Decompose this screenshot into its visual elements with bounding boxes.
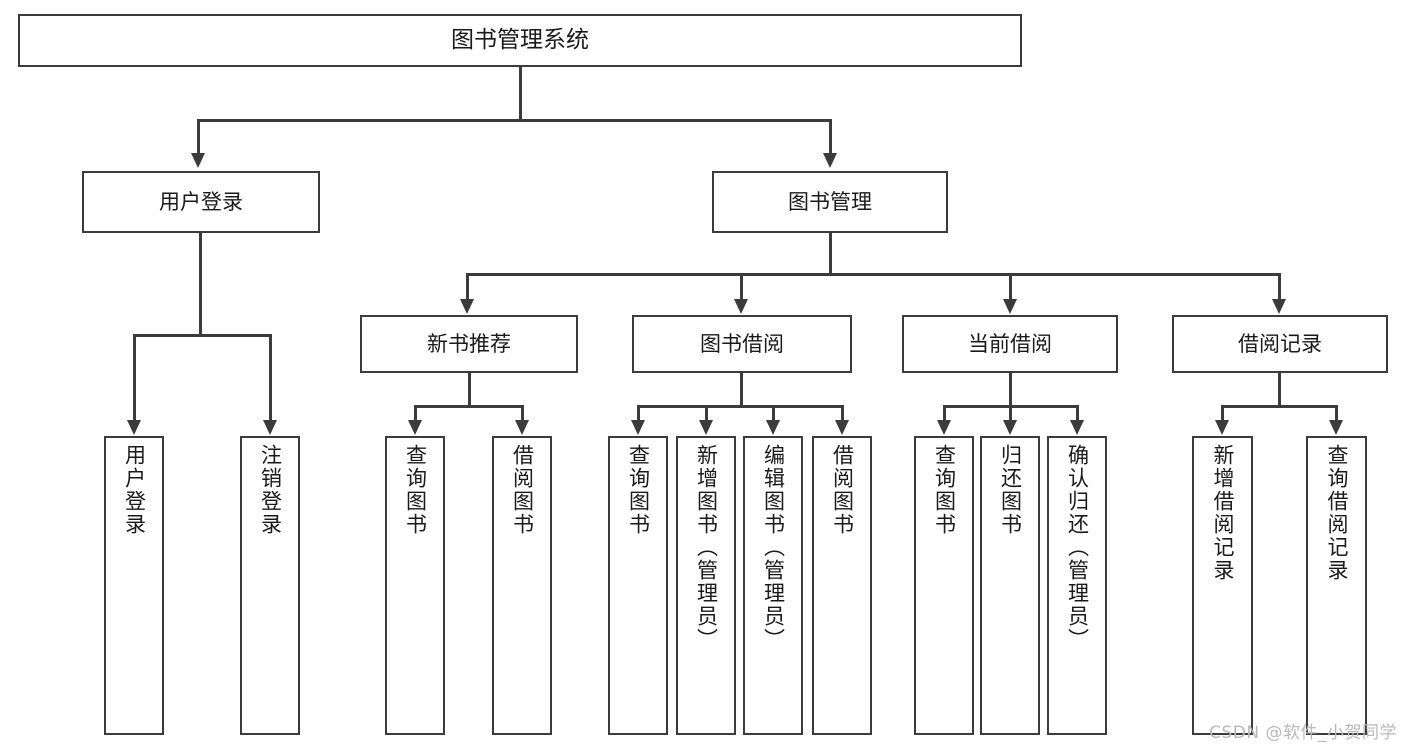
leaf-return-book[interactable]: 归还图书 bbox=[980, 436, 1040, 735]
node-root-system[interactable]: 图书管理系统 bbox=[18, 14, 1022, 67]
connector-book-borrow-drop-2 bbox=[705, 405, 708, 421]
arrowhead-leaf-confirm-return bbox=[1070, 420, 1084, 435]
connector-current-borrow-drop-3 bbox=[1076, 405, 1079, 421]
node-label: 新增借阅记录 bbox=[1211, 444, 1235, 582]
leaf-add-book-admin[interactable]: 新增图书（管理员） bbox=[676, 436, 736, 735]
arrowhead-book-manage bbox=[823, 153, 837, 168]
connector-user-login-bus bbox=[133, 334, 270, 337]
connector-borrow-record-drop-2 bbox=[1335, 405, 1338, 421]
connector-level3-bus bbox=[466, 273, 1280, 276]
leaf-add-borrow-record[interactable]: 新增借阅记录 bbox=[1192, 436, 1253, 735]
connector-book-borrow-bus bbox=[637, 405, 843, 408]
arrowhead-leaf-query-book-b bbox=[631, 420, 645, 435]
node-label: 用户登录 bbox=[159, 189, 243, 214]
node-label: 图书管理 bbox=[788, 189, 872, 214]
connector-user-login-drop-1 bbox=[133, 334, 136, 421]
leaf-query-book-current[interactable]: 查询图书 bbox=[914, 436, 974, 735]
arrowhead-leaf-query-record bbox=[1329, 420, 1343, 435]
connector-borrow-record-stem bbox=[1278, 373, 1281, 406]
connector-borrow-record-drop-1 bbox=[1221, 405, 1224, 421]
node-book-borrow[interactable]: 图书借阅 bbox=[632, 315, 852, 373]
node-borrow-record[interactable]: 借阅记录 bbox=[1172, 315, 1388, 373]
arrowhead-new-book-recommend bbox=[460, 299, 474, 314]
node-label: 用户登录 bbox=[122, 444, 147, 536]
connector-root-bus bbox=[197, 119, 831, 122]
connector-drop-book-borrow bbox=[740, 273, 743, 300]
arrowhead-leaf-add-record bbox=[1215, 420, 1229, 435]
node-label: 确认归还（管理员） bbox=[1065, 444, 1090, 651]
connector-to-book-manage bbox=[829, 119, 832, 154]
node-label: 借阅记录 bbox=[1238, 331, 1322, 356]
leaf-confirm-return-admin[interactable]: 确认归还（管理员） bbox=[1047, 436, 1107, 735]
connector-new-book-stem bbox=[468, 373, 471, 406]
connector-user-login-drop-2 bbox=[269, 334, 272, 421]
arrowhead-leaf-query-book-a bbox=[408, 420, 422, 435]
leaf-borrow-book-recommend[interactable]: 借阅图书 bbox=[492, 436, 552, 735]
leaf-edit-book-admin[interactable]: 编辑图书（管理员） bbox=[743, 436, 803, 735]
node-label: 当前借阅 bbox=[968, 331, 1052, 356]
connector-current-borrow-drop-2 bbox=[1009, 405, 1012, 421]
node-label: 图书借阅 bbox=[700, 331, 784, 356]
connector-user-login-stem bbox=[199, 233, 202, 335]
node-book-manage[interactable]: 图书管理 bbox=[712, 171, 948, 233]
arrowhead-current-borrow bbox=[1003, 299, 1017, 314]
arrowhead-leaf-edit-book bbox=[766, 420, 780, 435]
node-label: 注销登录 bbox=[258, 444, 283, 536]
connector-book-borrow-stem bbox=[740, 373, 743, 406]
arrowhead-leaf-borrow-book-b bbox=[835, 420, 849, 435]
connector-book-borrow-drop-4 bbox=[841, 405, 844, 421]
node-label: 新增图书（管理员） bbox=[694, 444, 719, 651]
node-new-book-recommend[interactable]: 新书推荐 bbox=[360, 315, 578, 373]
connector-book-manage-stem bbox=[829, 233, 832, 274]
node-label: 新书推荐 bbox=[427, 331, 511, 356]
arrowhead-borrow-record bbox=[1272, 299, 1286, 314]
node-label: 借阅图书 bbox=[830, 444, 855, 536]
leaf-user-login[interactable]: 用户登录 bbox=[104, 436, 164, 735]
leaf-logout[interactable]: 注销登录 bbox=[240, 436, 300, 735]
leaf-query-book-borrow[interactable]: 查询图书 bbox=[608, 436, 668, 735]
connector-borrow-record-bus bbox=[1221, 405, 1337, 408]
connector-drop-borrow-record bbox=[1278, 273, 1281, 300]
connector-book-borrow-drop-1 bbox=[637, 405, 640, 421]
node-label: 归还图书 bbox=[998, 444, 1023, 536]
leaf-query-book-recommend[interactable]: 查询图书 bbox=[385, 436, 445, 735]
arrowhead-leaf-user-login bbox=[127, 420, 141, 435]
arrowhead-leaf-add-book bbox=[699, 420, 713, 435]
leaf-query-borrow-record[interactable]: 查询借阅记录 bbox=[1306, 436, 1367, 735]
connector-new-book-bus bbox=[414, 405, 524, 408]
connector-drop-new-book bbox=[466, 273, 469, 300]
arrowhead-user-login bbox=[191, 153, 205, 168]
connector-current-borrow-drop-1 bbox=[943, 405, 946, 421]
node-user-login[interactable]: 用户登录 bbox=[82, 171, 320, 233]
node-label: 查询图书 bbox=[626, 444, 651, 536]
node-label: 查询借阅记录 bbox=[1325, 444, 1349, 582]
node-label: 借阅图书 bbox=[510, 444, 535, 536]
connector-new-book-drop-2 bbox=[521, 405, 524, 421]
connector-new-book-drop-1 bbox=[414, 405, 417, 421]
arrowhead-leaf-logout bbox=[263, 420, 277, 435]
node-label: 查询图书 bbox=[932, 444, 957, 536]
connector-drop-current-borrow bbox=[1009, 273, 1012, 300]
connector-current-borrow-stem bbox=[1009, 373, 1012, 406]
leaf-borrow-book[interactable]: 借阅图书 bbox=[812, 436, 872, 735]
connector-book-borrow-drop-3 bbox=[772, 405, 775, 421]
node-label: 编辑图书（管理员） bbox=[761, 444, 786, 651]
node-label: 图书管理系统 bbox=[451, 26, 589, 53]
arrowhead-leaf-query-book-c bbox=[937, 420, 951, 435]
node-current-borrow[interactable]: 当前借阅 bbox=[902, 315, 1118, 373]
connector-to-user-login bbox=[197, 119, 200, 154]
arrowhead-book-borrow bbox=[734, 299, 748, 314]
node-label: 查询图书 bbox=[403, 444, 428, 536]
connector-root-stem bbox=[519, 67, 522, 120]
arrowhead-leaf-return-book bbox=[1003, 420, 1017, 435]
arrowhead-leaf-borrow-book-a bbox=[515, 420, 529, 435]
